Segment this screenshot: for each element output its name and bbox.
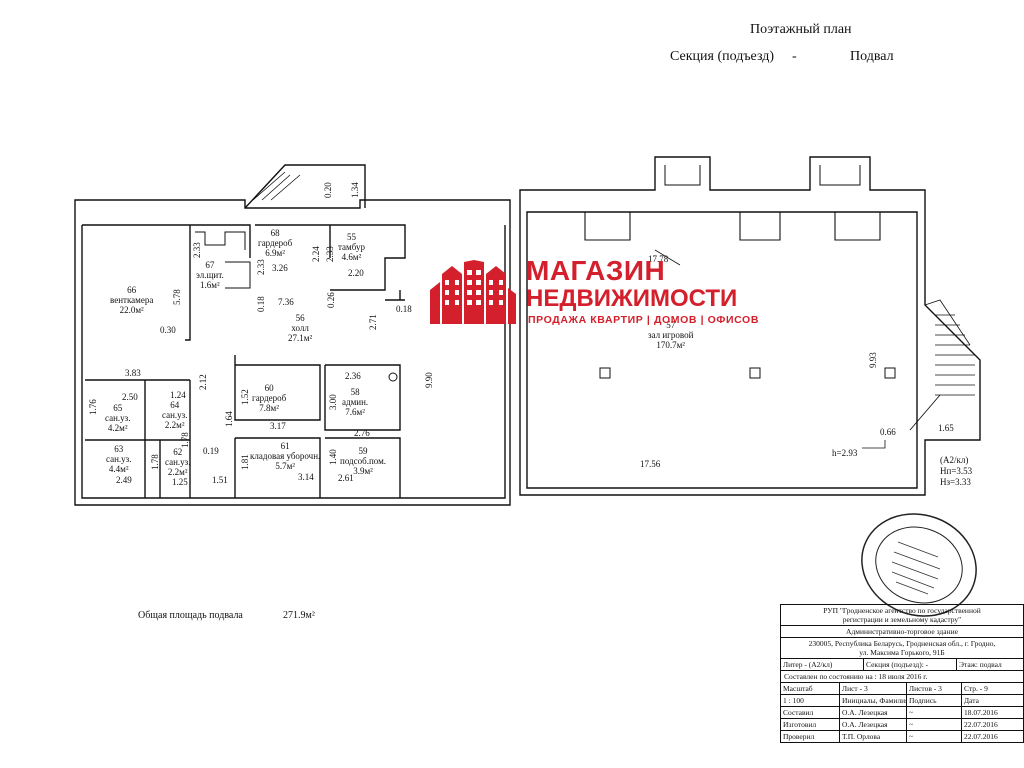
dim-label: 1.51 <box>212 475 228 485</box>
dim-label: 2.33 <box>192 242 202 258</box>
right-building-outline <box>519 156 981 496</box>
object-name: Административно-торговое здание <box>781 626 1023 638</box>
liter-label: (А2/кл) <box>940 455 969 465</box>
dim-label: 2.49 <box>116 475 132 485</box>
building-logo-icon <box>430 260 516 324</box>
dim-label: 2.33 <box>325 246 335 262</box>
stamp-seal <box>861 513 977 617</box>
total-area-value: 271.9м² <box>283 610 315 621</box>
dim-label: 3.14 <box>298 472 314 482</box>
dim-label: 1.78 <box>150 454 160 470</box>
ceiling-height: h=2.93 <box>832 448 858 458</box>
title-block: РУП "Гродненское агентство по государств… <box>780 604 1024 743</box>
signature: ~ <box>907 707 962 718</box>
floor-label: Подвал <box>850 49 894 64</box>
dim-label: 1.64 <box>224 411 234 427</box>
scale-header-row: Масштаб Лист - 3 Листов - 3 Стр. - 9 <box>781 683 1023 695</box>
total-area-label: Общая площадь подвала <box>138 610 243 621</box>
dim-label: 0.30 <box>160 325 176 335</box>
dim-label: 3.83 <box>125 368 141 378</box>
dim-label: 1.25 <box>172 477 188 487</box>
dim-label: 2.50 <box>122 392 138 402</box>
dim-label: 2.12 <box>198 374 208 390</box>
dim-label: 1.65 <box>938 423 954 433</box>
dim-label: 17.78 <box>648 254 669 264</box>
section-label: Секция (подъезд) <box>670 49 775 64</box>
dim-label: 1.81 <box>240 454 250 470</box>
dim-label: 2.76 <box>354 428 370 438</box>
dim-label: 1.52 <box>240 389 250 405</box>
dim-label: 2.36 <box>345 371 361 381</box>
top-stair <box>244 164 366 209</box>
left-building-outline <box>74 199 511 506</box>
dim-label: 5.78 <box>172 289 182 305</box>
dim-label: 9.90 <box>424 372 434 388</box>
signer-row-2: Изготовил О.А. Лезецкая ~ 22.07.2016 <box>781 719 1023 731</box>
signature: ~ <box>907 719 962 730</box>
dim-label: 2.24 <box>311 246 321 262</box>
height-nz: Нз=3.33 <box>940 477 971 487</box>
dim-label: 2.20 <box>348 268 364 278</box>
section-dash: - <box>792 49 797 64</box>
liter-row: Литер - (А2/кл) Секция (подъезд): - Этаж… <box>781 659 1023 671</box>
height-np: Нп=3.53 <box>940 466 973 476</box>
signer-row-1: Составил О.А. Лезецкая ~ 18.07.2016 <box>781 707 1023 719</box>
dim-label: 2.61 <box>338 473 354 483</box>
dim-label: 0.18 <box>396 304 412 314</box>
dim-label: 2.71 <box>368 314 378 330</box>
watermark-line3: ПРОДАЖА КВАРТИР | ДОМОВ | ОФИСОВ <box>528 314 760 326</box>
dim-label: 3.00 <box>328 394 338 410</box>
watermark: МАГАЗИН НЕДВИЖИМОСТИ ПРОДАЖА КВАРТИР | Д… <box>430 256 760 326</box>
dim-label: 1.34 <box>350 182 360 198</box>
dim-label: 0.66 <box>880 427 896 437</box>
dim-label: 0.20 <box>323 182 333 198</box>
dim-label: 3.26 <box>272 263 288 273</box>
left-building-inner <box>81 224 506 499</box>
dim-label: 2.33 <box>256 259 266 275</box>
signature: ~ <box>907 731 962 742</box>
dim-label: 1.24 <box>170 390 186 400</box>
dim-label: 9.93 <box>868 352 878 368</box>
watermark-line2: НЕДВИЖИМОСТИ <box>526 285 738 312</box>
watermark-line1: МАГАЗИН <box>526 255 666 286</box>
dim-label: 1.78 <box>180 432 190 448</box>
dim-label: 1.76 <box>88 399 98 415</box>
dim-label: 7.36 <box>278 297 294 307</box>
address: 230005, Республика Беларусь, Гродненская… <box>781 638 1023 659</box>
dim-label: 0.19 <box>203 446 219 456</box>
state-date: Составлен по состоянию на : 18 июля 2016… <box>781 671 1023 683</box>
signer-row-3: Проверил Т.П. Орлова ~ 22.07.2016 <box>783 731 998 742</box>
plan-title: Поэтажный план <box>750 22 852 37</box>
dim-label: 1.40 <box>328 449 338 465</box>
columns-row: 1 : 100 Инициалы, Фамилия Подпись Дата <box>781 695 1023 707</box>
dim-label: 0.26 <box>326 292 336 308</box>
dim-label: 3.17 <box>270 421 286 431</box>
dim-label: 17.56 <box>640 459 661 469</box>
dim-label: 0.18 <box>256 296 266 312</box>
org-name: РУП "Гродненское агентство по государств… <box>781 605 1023 626</box>
